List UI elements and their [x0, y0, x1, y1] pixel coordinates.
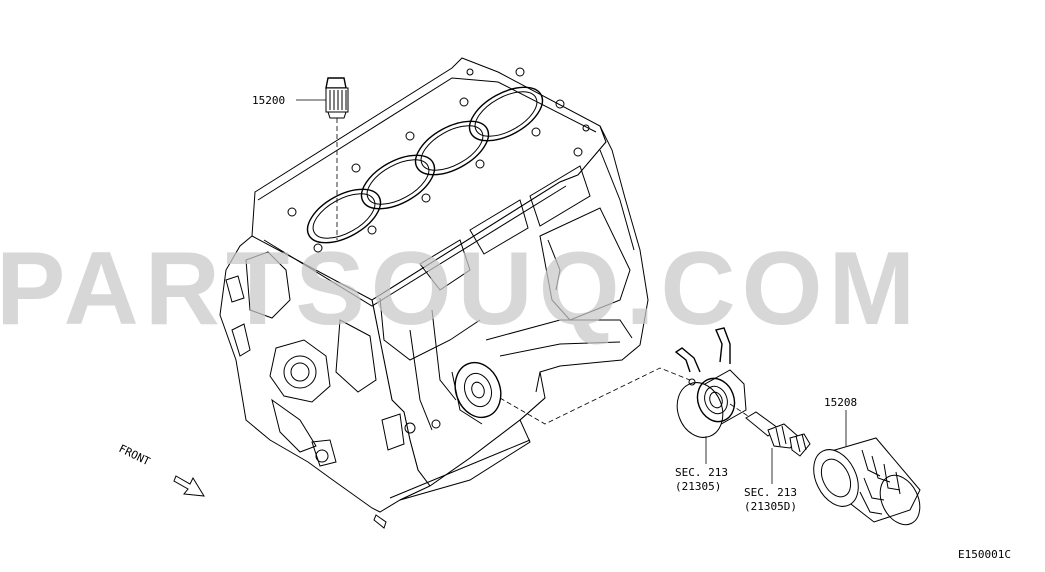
figure-code: E150001C: [958, 548, 1011, 561]
callout-sec213-connector-line1: SEC. 213: [744, 486, 797, 499]
callout-sec213-cooler-line2: (21305): [675, 480, 721, 493]
connector-bolt-part: [745, 411, 811, 457]
oil-cooler-part: [674, 327, 747, 438]
callout-sec213-cooler-line1: SEC. 213: [675, 466, 728, 479]
watermark: PARTSOUQ.COM: [0, 231, 921, 347]
callout-15200: 15200: [252, 94, 285, 107]
oil-strainer-part: [325, 77, 349, 119]
callout-15208: 15208: [824, 396, 857, 409]
oil-filter-part: [813, 437, 921, 526]
callout-sec213-connector-line2: (21305D): [744, 500, 797, 513]
front-label: FRONT: [117, 442, 153, 468]
front-arrow-icon: [173, 475, 205, 497]
cylinder-block: [219, 57, 649, 529]
cooler-guide-line: [499, 367, 691, 425]
